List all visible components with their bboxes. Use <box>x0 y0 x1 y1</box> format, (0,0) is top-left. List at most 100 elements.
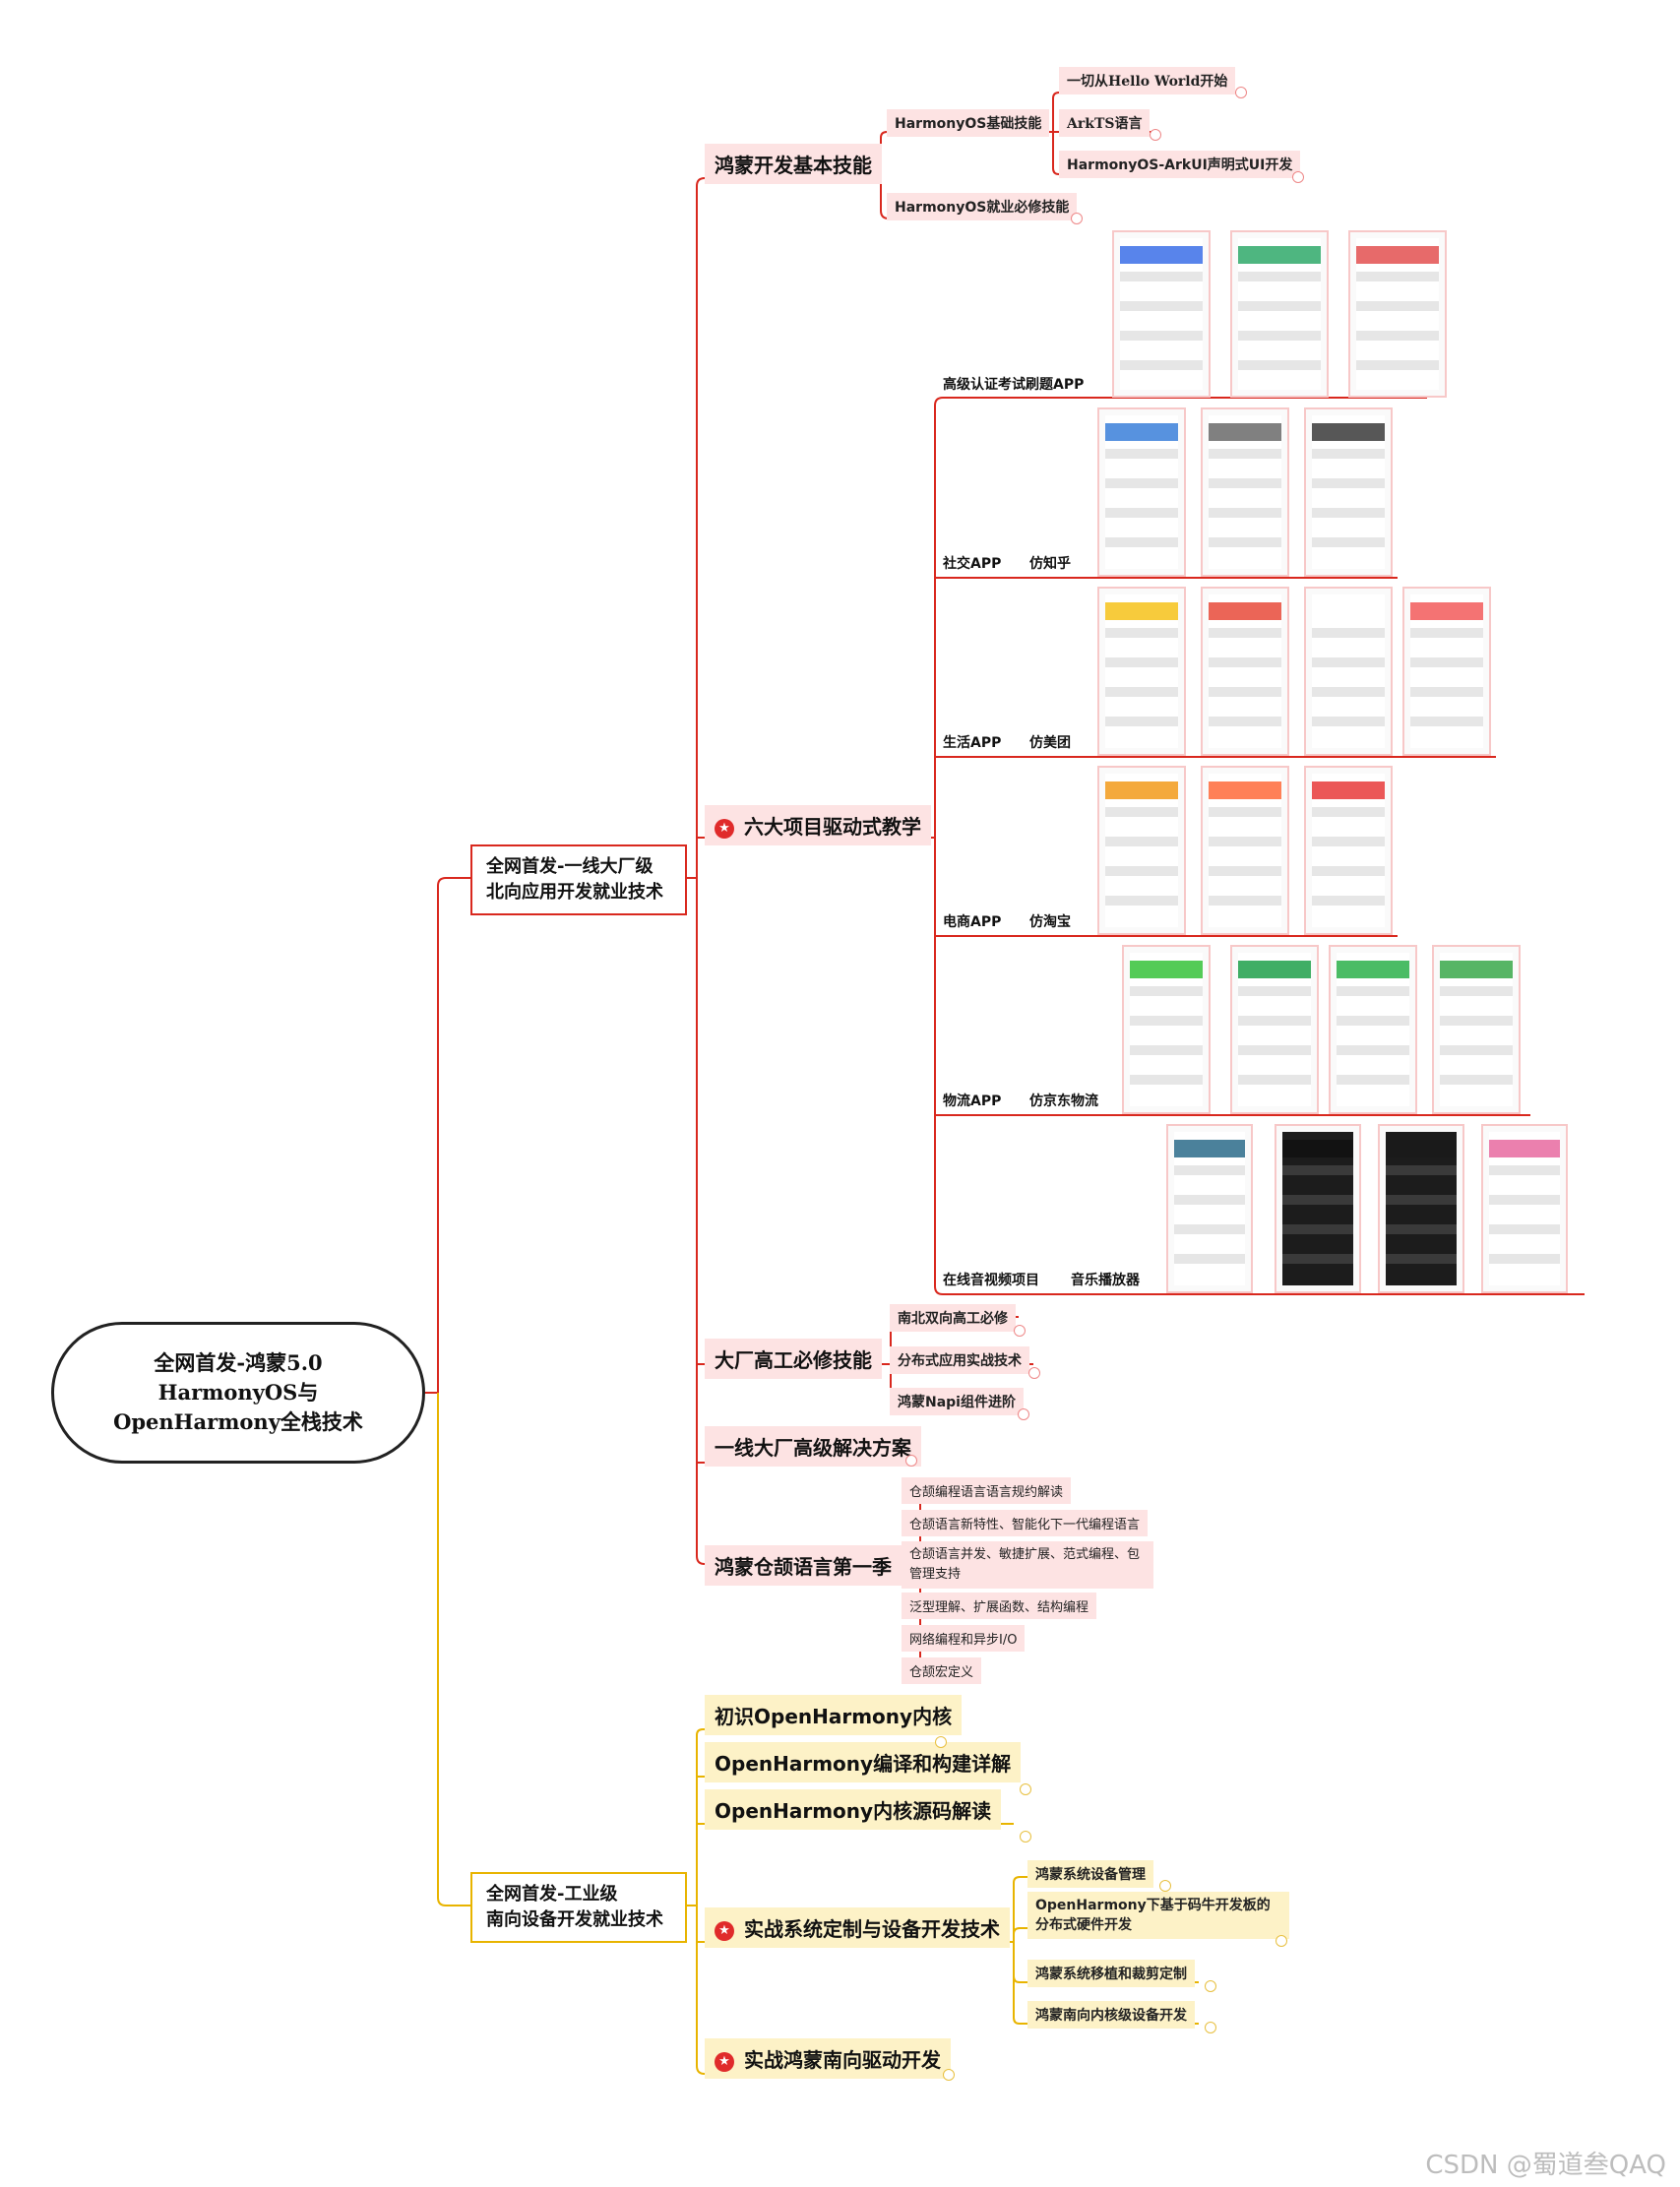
thumbnail-content-block <box>1356 272 1439 281</box>
basic-child-arkts[interactable]: ArkTS语言 <box>1059 109 1151 137</box>
thumbnail-content-block <box>1337 961 1409 978</box>
app-screenshot-thumbnail <box>1166 1124 1253 1293</box>
basic-child-hello-world[interactable]: 一切从Hello World开始 <box>1059 67 1236 94</box>
south-branch-node[interactable]: 全网首发-工业级 南向设备开发就业技术 <box>470 1872 687 1943</box>
app-screenshot-thumbnail <box>1329 945 1417 1114</box>
thumbnail-content-block <box>1282 1165 1353 1175</box>
app-screenshot-thumbnail <box>1304 407 1393 577</box>
basic-child-arkui[interactable]: HarmonyOS-ArkUI声明式UI开发 <box>1059 151 1301 178</box>
thumbnail-content-block <box>1174 1254 1245 1264</box>
thumbnail-content-block <box>1386 1254 1457 1264</box>
harmonyos-basic-node[interactable]: HarmonyOS基础技能 <box>887 109 1050 137</box>
cangjie-child-4[interactable]: 泛型理解、扩展函数、结构编程 <box>902 1593 1097 1619</box>
app-screenshot-thumbnail <box>1378 1124 1464 1293</box>
thumbnail-content-block <box>1120 360 1203 370</box>
thumbnail-content-block <box>1238 360 1321 370</box>
practice-child-2[interactable]: OpenHarmony下基于码牛开发板的分布式硬件开发 <box>1027 1892 1289 1939</box>
project-life-app[interactable]: 生活APP <box>943 735 1002 751</box>
thumbnail-content-block <box>1238 961 1311 978</box>
thumbnail-content-block <box>1130 986 1203 996</box>
harmonyos-job-node[interactable]: HarmonyOS就业必修技能 <box>887 193 1078 220</box>
bigfactory-child-2[interactable]: 分布式应用实战技术 <box>890 1346 1029 1374</box>
project-social-app[interactable]: 社交APP <box>943 556 1002 572</box>
driver-node[interactable]: ★实战鸿蒙南向驱动开发 <box>705 2038 951 2079</box>
app-screenshot-thumbnail <box>1275 1124 1361 1293</box>
thumbnail-content-block <box>1238 1045 1311 1055</box>
thumbnail-content-block <box>1105 781 1178 799</box>
thumbnail-content-block <box>1209 537 1281 547</box>
bigfactory-node[interactable]: 大厂高工必修技能 <box>705 1339 882 1379</box>
practice-node[interactable]: ★实战系统定制与设备开发技术 <box>705 1907 1010 1948</box>
cangjie-child-2[interactable]: 仓颉语言新特性、智能化下一代编程语言 <box>902 1510 1149 1536</box>
thumbnail-content-block <box>1282 1140 1353 1157</box>
thumbnail-content-block <box>1312 837 1385 846</box>
project-shop-sub[interactable]: 仿淘宝 <box>1029 914 1071 930</box>
south-child-source[interactable]: OpenHarmony内核源码解读 <box>705 1789 1002 1830</box>
thumbnail-content-block <box>1209 837 1281 846</box>
practice-child-1[interactable]: 鸿蒙系统设备管理 <box>1027 1860 1153 1888</box>
thumbnail-content-block <box>1209 866 1281 876</box>
app-screenshot-thumbnail <box>1402 587 1491 756</box>
count-badge-hello <box>1235 87 1247 98</box>
project-shop-app[interactable]: 电商APP <box>943 914 1002 930</box>
project-media-sub[interactable]: 音乐播放器 <box>1071 1273 1140 1288</box>
thumbnail-content-block <box>1312 628 1385 638</box>
thumbnail-content-block <box>1120 301 1203 311</box>
project-exam-app[interactable]: 高级认证考试刷题APP <box>943 377 1085 393</box>
cangjie-child-3[interactable]: 仓颉语言并发、敏捷扩展、范式编程、包管理支持 <box>902 1541 1153 1589</box>
app-screenshot-thumbnail <box>1230 945 1319 1114</box>
app-screenshot-thumbnail <box>1201 766 1289 935</box>
thumbnail-content-block <box>1209 423 1281 441</box>
count-badge-p3 <box>1205 1980 1216 1992</box>
thumbnail-content-block <box>1174 1165 1245 1175</box>
app-screenshot-thumbnail <box>1201 587 1289 756</box>
thumbnail-content-block <box>1105 687 1178 697</box>
app-screenshot-thumbnail <box>1432 945 1521 1114</box>
practice-child-3[interactable]: 鸿蒙系统移植和裁剪定制 <box>1027 1960 1195 1987</box>
cangjie-child-1[interactable]: 仓颉编程语言语言规约解读 <box>902 1477 1072 1504</box>
projects-node[interactable]: ★六大项目驱动式教学 <box>705 805 931 845</box>
thumbnail-content-block <box>1440 1075 1513 1085</box>
project-logistics-app[interactable]: 物流APP <box>943 1094 1002 1109</box>
north-branch-node[interactable]: 全网首发-一线大厂级 北向应用开发就业技术 <box>470 844 687 915</box>
count-badge-bf3 <box>1018 1408 1029 1420</box>
count-badge-solutions <box>905 1455 917 1467</box>
project-media-app[interactable]: 在线音视频项目 <box>943 1273 1039 1288</box>
project-logistics-sub[interactable]: 仿京东物流 <box>1029 1094 1098 1109</box>
thumbnail-content-block <box>1312 478 1385 488</box>
project-social-sub[interactable]: 仿知乎 <box>1029 556 1071 572</box>
south-child-build[interactable]: OpenHarmony编译和构建详解 <box>705 1742 1022 1782</box>
thumbnail-content-block <box>1238 1075 1311 1085</box>
app-screenshot-thumbnail <box>1304 587 1393 756</box>
thumbnail-content-block <box>1312 687 1385 697</box>
thumbnail-content-block <box>1105 837 1178 846</box>
app-screenshot-thumbnail <box>1348 230 1447 398</box>
project-life-sub[interactable]: 仿美团 <box>1029 735 1071 751</box>
thumbnail-content-block <box>1209 807 1281 817</box>
bigfactory-child-1[interactable]: 南北双向高工必修 <box>890 1304 1016 1332</box>
thumbnail-content-block <box>1312 423 1385 441</box>
count-badge-p4 <box>1205 2022 1216 2033</box>
thumbnail-content-block <box>1312 896 1385 906</box>
count-badge-driver <box>943 2069 955 2081</box>
cangjie-child-6[interactable]: 仓颉宏定义 <box>902 1657 982 1684</box>
root-node[interactable]: 全网首发-鸿蒙5.0 HarmonyOS与 OpenHarmony全栈技术 <box>51 1322 425 1464</box>
cangjie-node[interactable]: 鸿蒙仓颉语言第一季 <box>705 1545 902 1586</box>
thumbnail-content-block <box>1489 1140 1560 1157</box>
solutions-node[interactable]: 一线大厂高级解决方案 <box>705 1426 921 1467</box>
app-screenshot-thumbnail <box>1230 230 1329 398</box>
bigfactory-child-3[interactable]: 鸿蒙Napi组件进阶 <box>890 1388 1024 1415</box>
south-child-kernel-intro[interactable]: 初识OpenHarmony内核 <box>705 1695 963 1735</box>
thumbnail-content-block <box>1105 537 1178 547</box>
thumbnail-content-block <box>1337 1075 1409 1085</box>
basic-skills-node[interactable]: 鸿蒙开发基本技能 <box>705 144 882 184</box>
thumbnail-content-block <box>1105 423 1178 441</box>
thumbnail-content-block <box>1386 1224 1457 1234</box>
practice-child-4[interactable]: 鸿蒙南向内核级设备开发 <box>1027 2001 1195 2029</box>
app-screenshot-thumbnail <box>1097 766 1186 935</box>
cangjie-child-5[interactable]: 网络编程和异步I/O <box>902 1625 1026 1652</box>
star-icon: ★ <box>715 819 734 839</box>
app-screenshot-thumbnail <box>1097 407 1186 577</box>
thumbnail-content-block <box>1130 1075 1203 1085</box>
thumbnail-content-block <box>1337 1045 1409 1055</box>
